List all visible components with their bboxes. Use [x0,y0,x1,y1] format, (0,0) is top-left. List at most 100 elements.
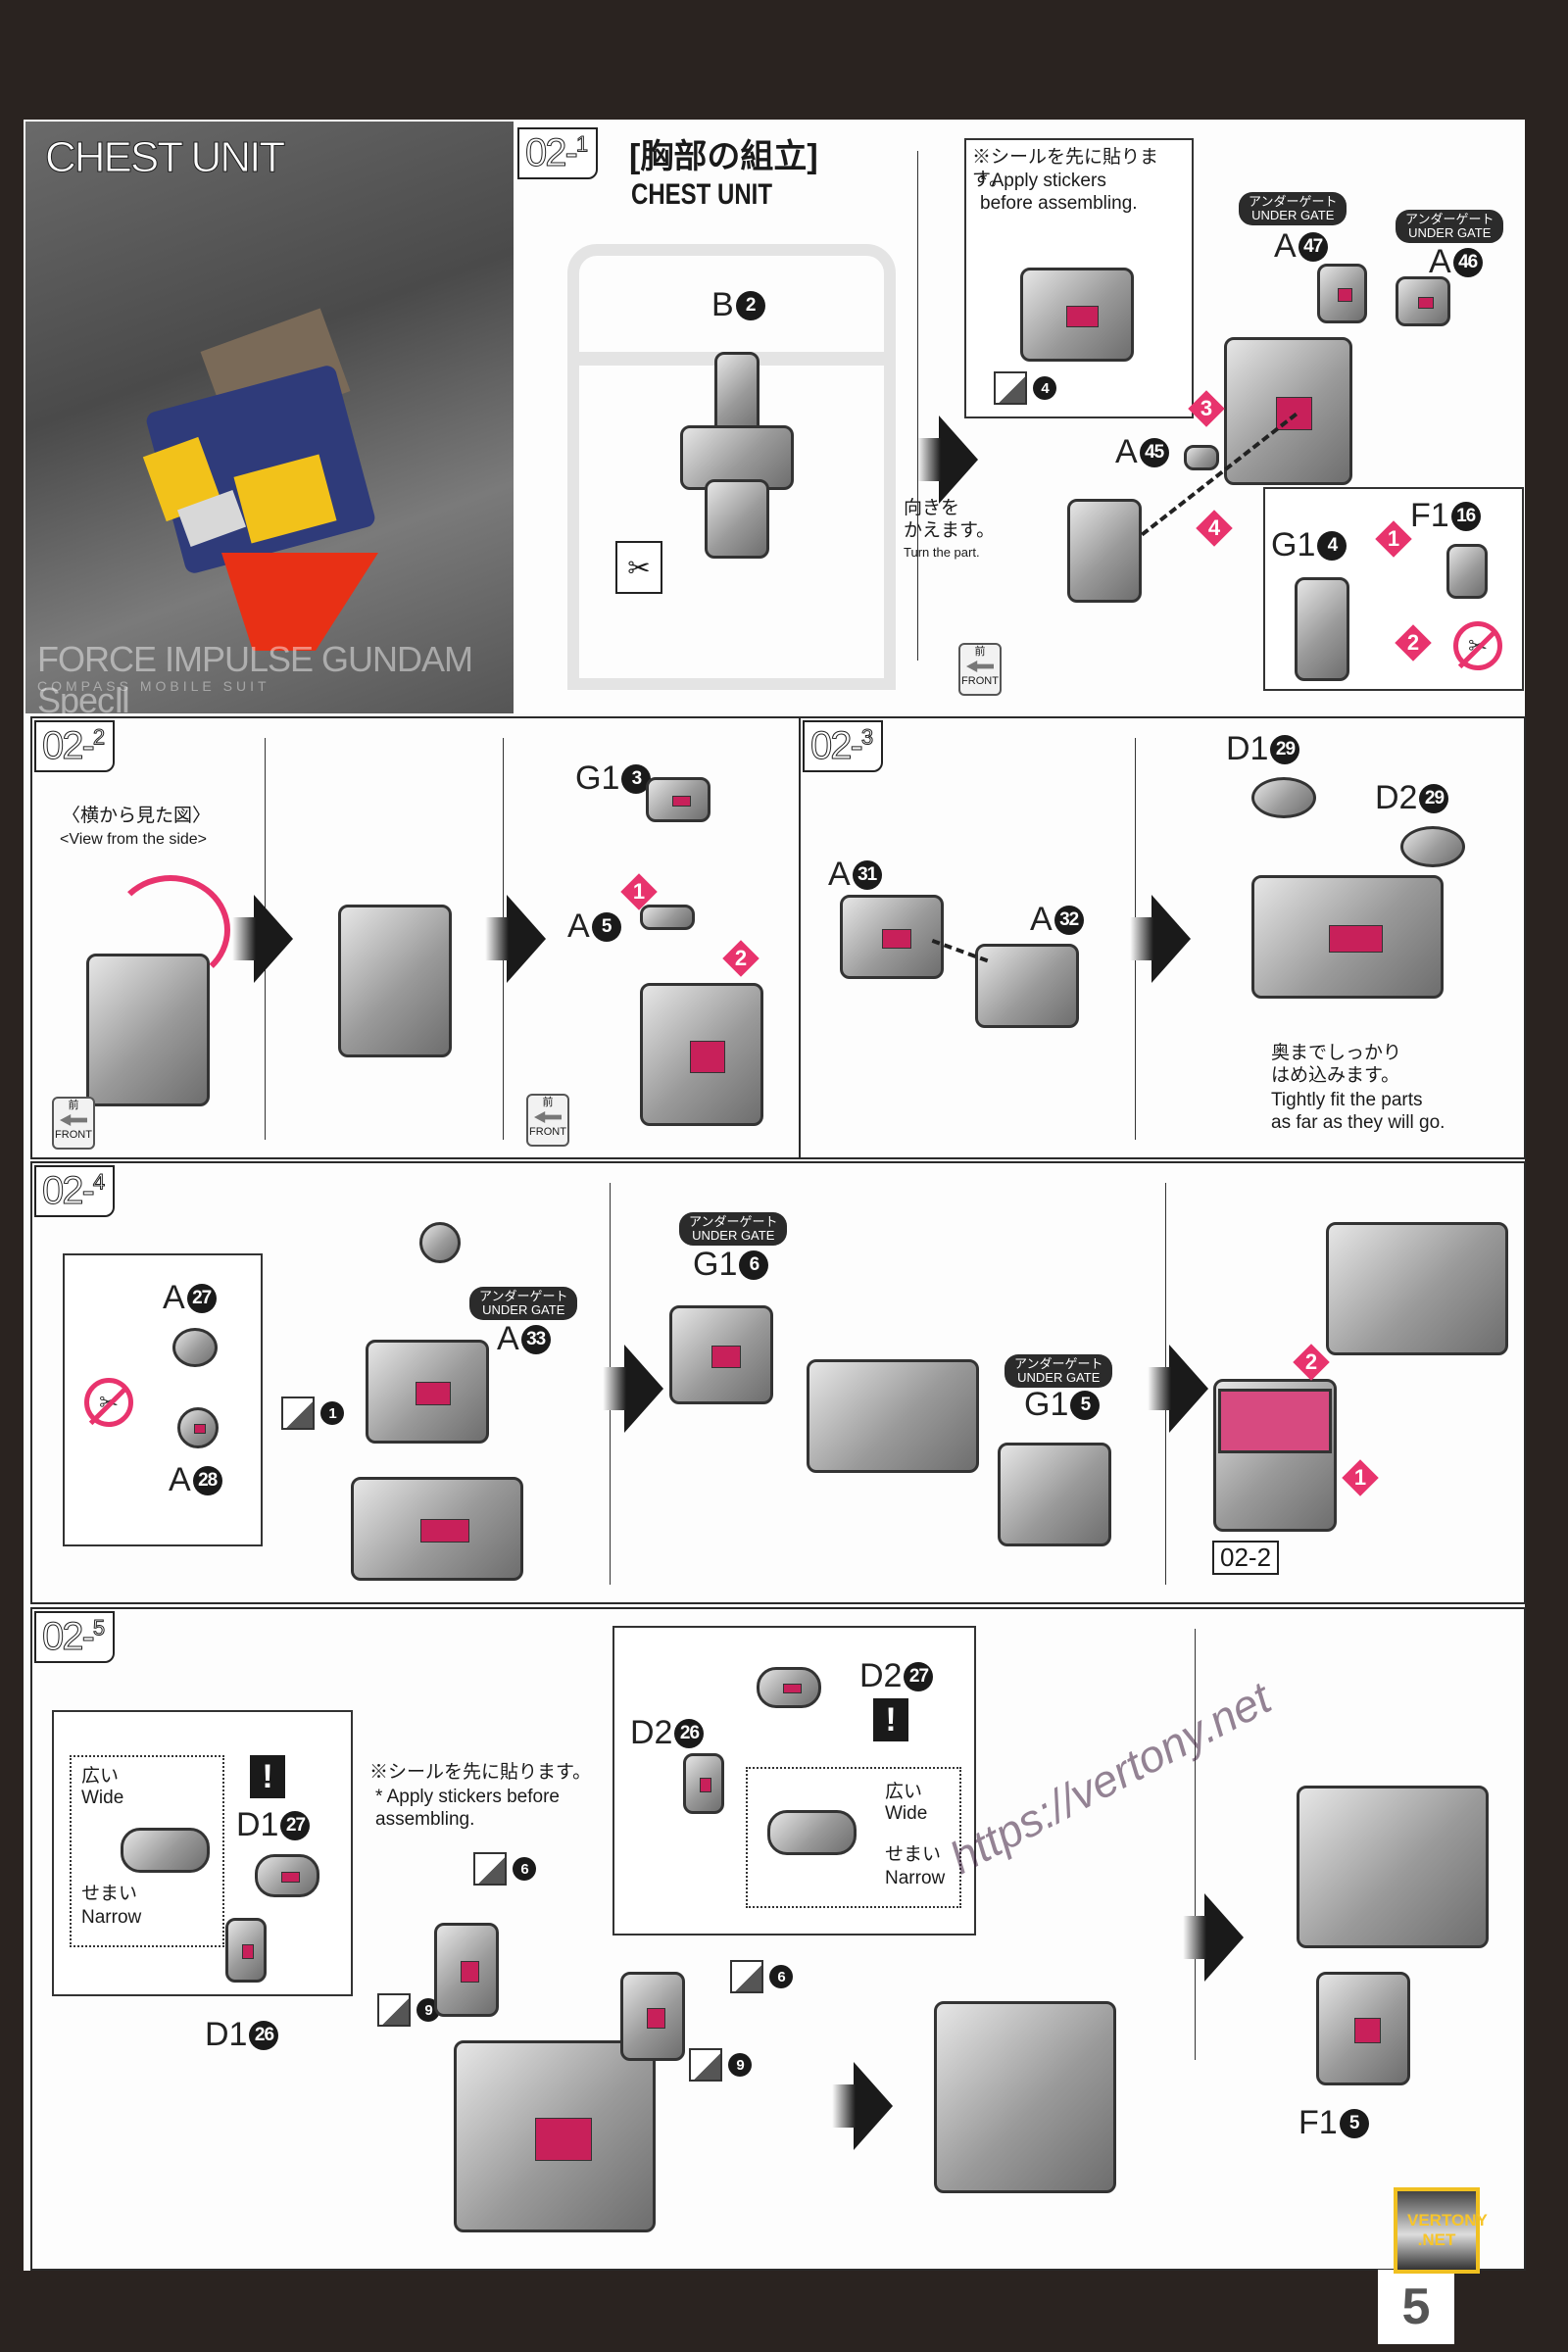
order-marker-2: 2 [722,940,760,977]
narrow-en: Narrow [81,1907,142,1928]
part-g14 [1067,499,1142,603]
part-a27 [419,1222,461,1263]
next-arrow [485,895,546,983]
chest-side-view [338,905,452,1057]
fit-note-jp: 奥までしっかり はめ込みます。 [1271,1043,1402,1086]
chest-frame-part [1020,268,1134,362]
next-arrow [1130,895,1191,983]
chest-assembly [807,1359,979,1473]
part-a31 [840,895,944,979]
next-arrow [1148,1345,1208,1433]
part-a47 [1317,264,1367,323]
order-marker-3: 3 [1188,390,1225,427]
rotate-arrow [111,875,230,985]
wide-narrow-guide: 広い Wide せまい Narrow [70,1755,224,1947]
order-marker-1: 1 [1375,520,1412,558]
part-a32 [975,944,1079,1028]
chest-render [142,308,427,661]
part-f116 [1446,544,1488,599]
part-d229 [1400,826,1465,867]
chest-assembly [1326,1222,1508,1355]
step-number: 02-3 [803,720,884,772]
pink-part [1218,1389,1332,1453]
part-g16 [669,1305,773,1404]
part-a28 [177,1407,219,1448]
step-number: 02-4 [34,1165,116,1217]
watermark-url: https://vertony.net [941,1671,1280,1884]
sticker-callout: ※シールを先に貼ります。 * Apply stickers before ass… [964,138,1194,418]
turn-note-en: Turn the part. [904,545,980,560]
chest-assembly [1251,875,1444,999]
elbow-joint-part [620,1972,685,2061]
product-subtitle: COMPASS MOBILE SUIT [37,678,270,694]
wide-jp: 広い [885,1782,923,1802]
part-f115 [1316,1972,1410,2085]
next-arrow [1183,1893,1244,1982]
order-marker-1: 1 [1342,1459,1379,1496]
narrow-jp: せまい [81,1884,138,1904]
caution-icon: ! [873,1698,908,1741]
step-number: 02-1 [517,127,599,179]
part-g14 [1295,577,1349,681]
part-a33 [366,1340,489,1444]
no-nipper-icon [84,1378,133,1427]
part-d129 [1251,777,1316,818]
chest-frame-part [705,479,769,559]
narrow-jp: せまい [885,1844,942,1865]
fit-note-en: Tightly fit the parts as far as they wil… [1271,1090,1446,1133]
chest-assembly [1297,1786,1489,1948]
nipper-icon: ✂ [615,541,662,594]
product-name-watermark: FORCE IMPULSE GUNDAM SpecⅡ [37,639,473,720]
no-nipper-icon [1453,621,1502,670]
sticker-note-en: * Apply stickers before assembling. [980,171,1138,214]
part-d227 [757,1667,821,1708]
site-logo: VERTONY .NET [1394,2187,1488,2274]
divider [1195,1629,1196,2060]
step-title-en: CHEST UNIT [631,178,772,211]
part-g13 [646,777,710,822]
step-number: 02-2 [34,720,116,772]
next-arrow [232,895,293,983]
divider [917,151,918,661]
sticker-4: 4 [994,371,1056,405]
page-number-box: 5 [1378,2270,1454,2344]
step-number: 02-5 [34,1611,116,1663]
order-marker-4: 4 [1196,510,1233,547]
chest-frame-part [714,352,760,436]
order-marker-1: 1 [620,873,658,910]
elbow-joint-part [434,1923,499,2017]
page-number: 5 [1401,2278,1431,2335]
chest-assembly [640,983,763,1126]
next-arrow [917,416,978,504]
sticker-6: 6 [473,1852,536,1886]
chest-assembly [934,2001,1116,2193]
part-d127 [255,1854,319,1897]
wide-jp: 広い [81,1766,120,1787]
narrow-en: Narrow [885,1868,946,1888]
